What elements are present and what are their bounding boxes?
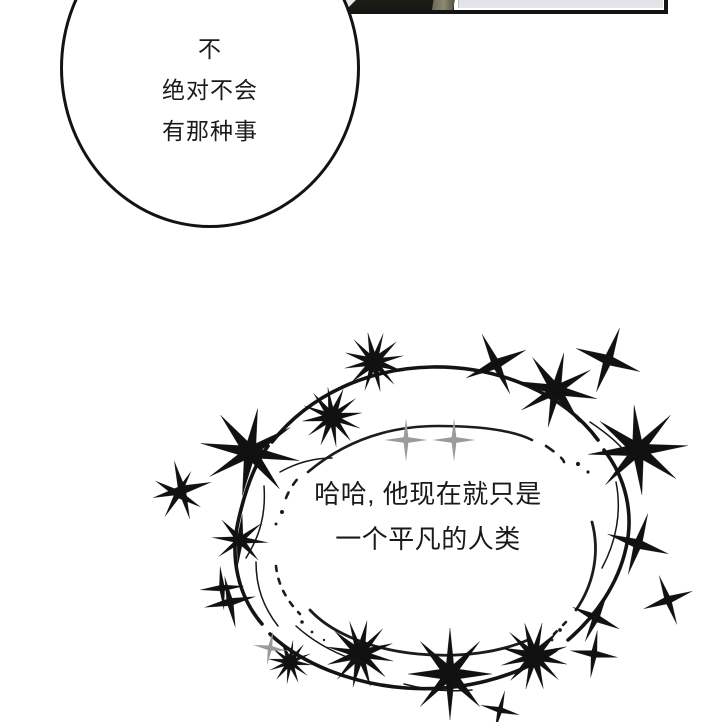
outline-dot-accents [274, 461, 590, 642]
panel-dark-region [336, 0, 454, 10]
speech-bubble-2-text: 哈哈, 他现在就只是 一个平凡的人类 [314, 479, 542, 554]
sparkle-bubble-artwork [142, 310, 715, 722]
speech-bubble-plain-oval: 不 绝对不会 有那种事 [60, 0, 360, 228]
sparkle-icon [142, 458, 214, 530]
bubble-2-interior [215, 367, 645, 667]
speech-bubble-sparkling-oval: 哈哈, 他现在就只是 一个平凡的人类 [142, 310, 720, 722]
sparkle-icon [564, 316, 652, 404]
sparkle-icon [475, 685, 525, 722]
sparkle-trails [245, 421, 631, 692]
bubble-2-inner-outline [274, 424, 597, 657]
sparkle-icon [634, 566, 702, 634]
panel-mid-wedge [432, 0, 462, 10]
panel-light-region [458, 0, 663, 8]
previous-comic-panel-sliver [332, 0, 668, 14]
speech-bubble-1-text: 不 绝对不会 有那种事 [162, 36, 258, 144]
